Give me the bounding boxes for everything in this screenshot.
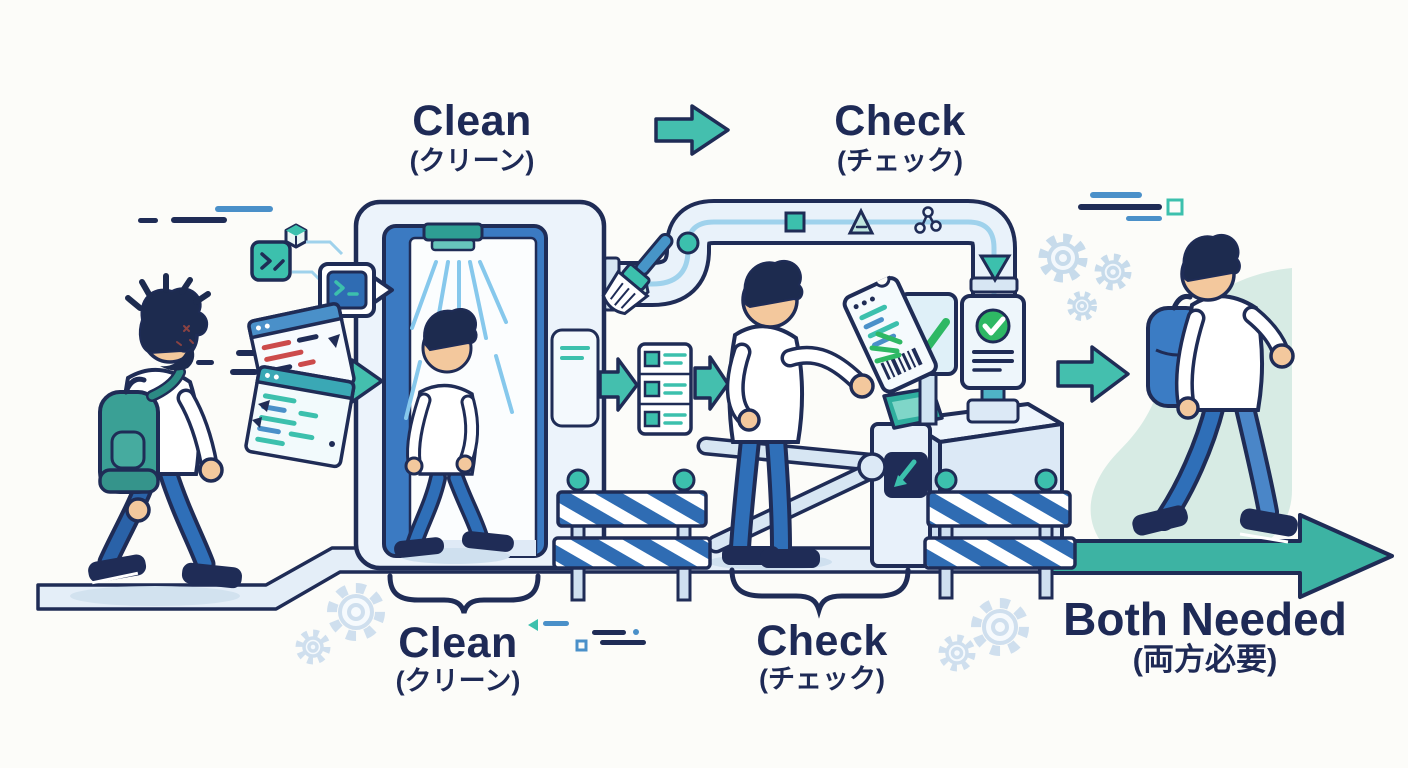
funnel-icon xyxy=(978,254,1012,283)
label-both-en: Both Needed xyxy=(1063,593,1347,645)
code-window-icon xyxy=(244,365,356,469)
speed-dashes-top-right xyxy=(1078,192,1184,221)
pipe xyxy=(581,199,1019,319)
stubble-marks xyxy=(176,325,194,346)
scan-lines xyxy=(869,331,903,364)
dirty-developer xyxy=(70,273,242,606)
big-flow-arrow xyxy=(1038,513,1394,599)
code-fragments xyxy=(252,334,340,447)
gear-cluster-bottom-right xyxy=(938,598,1029,672)
barrier-icon xyxy=(552,468,712,602)
terminal-pointer-icon xyxy=(318,262,394,318)
bottom-center-marks xyxy=(528,619,646,652)
label-both-ja: (両方必要) xyxy=(1132,642,1278,677)
keycard-panel-icon xyxy=(550,328,600,428)
pipe-square-icon xyxy=(784,211,806,233)
title-check-en: Check xyxy=(834,97,966,145)
broom-icon xyxy=(601,232,674,316)
flow-arrow-icon xyxy=(598,357,639,412)
title-clean-ja: (クリーン) xyxy=(409,146,535,176)
checklist-icon xyxy=(637,342,693,436)
inspector-developer xyxy=(708,260,938,570)
title-check-ja: (チェック) xyxy=(837,146,963,176)
ticket-icon xyxy=(842,275,938,394)
gear-cluster-bottom-left xyxy=(295,583,385,665)
clean-developer-in-portal xyxy=(394,308,514,564)
label-check-en: Check xyxy=(756,617,888,665)
underbrace-clean xyxy=(387,573,541,614)
title-arrow-icon xyxy=(654,104,730,156)
checklist-flow xyxy=(598,342,730,436)
gate-badge-icon xyxy=(884,452,928,498)
clean-developer-exit xyxy=(1132,234,1298,544)
title-clean-en: Clean xyxy=(412,97,532,145)
terminal-chip-icon xyxy=(250,240,292,282)
gear-cluster-top-right xyxy=(1038,233,1132,321)
label-clean-en: Clean xyxy=(398,619,518,667)
pipe-share-icon xyxy=(914,206,942,234)
cube-icon xyxy=(284,223,308,249)
flow-arrow-icon xyxy=(1056,345,1130,403)
label-check-ja: (チェック) xyxy=(759,664,885,694)
label-clean-ja: (クリーン) xyxy=(395,666,521,696)
pipe-joint xyxy=(676,231,700,255)
backpack-teal xyxy=(98,366,186,494)
shower-icon xyxy=(422,222,484,252)
speed-dashes-top-left xyxy=(138,206,273,223)
monitor-approved-icon xyxy=(960,294,1026,424)
underbrace-check xyxy=(729,567,911,619)
barrier-icon xyxy=(923,468,1077,600)
flow-arrow-icon xyxy=(693,355,730,411)
